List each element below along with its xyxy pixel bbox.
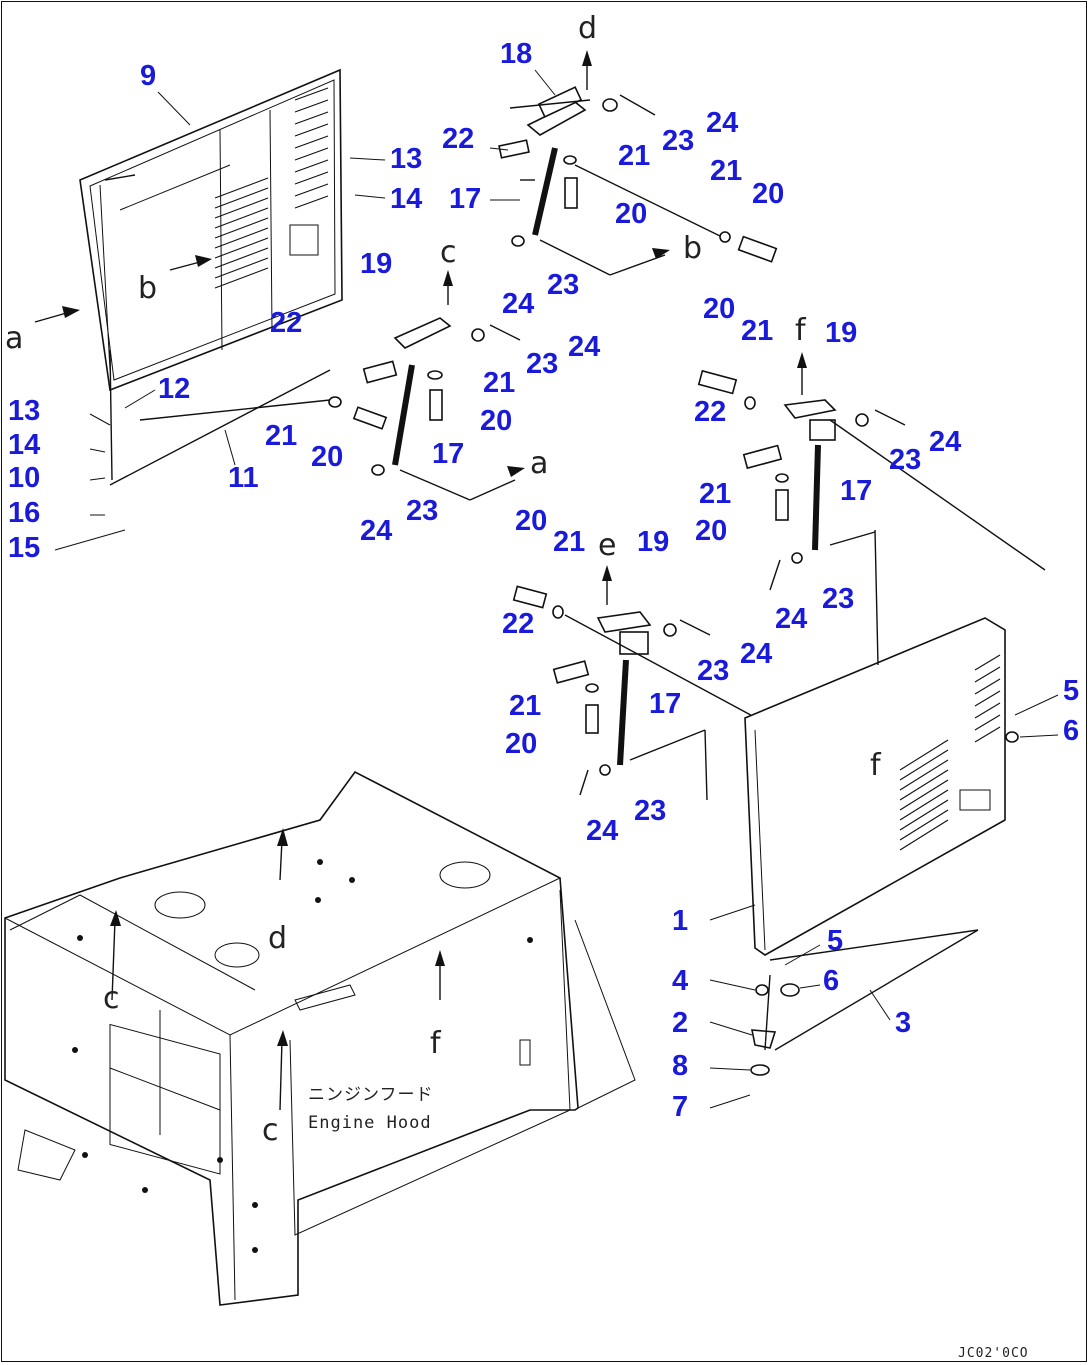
callout-21: 21: [265, 420, 297, 452]
ref-letter-f: f: [430, 1026, 442, 1061]
callout-20: 20: [311, 441, 343, 473]
callout-22: 22: [442, 123, 474, 155]
callout-6: 6: [823, 965, 839, 997]
callout-13: 13: [8, 395, 40, 427]
ref-letter-c: c: [262, 1113, 279, 1148]
callout-24: 24: [360, 515, 392, 547]
callout-22: 22: [694, 396, 726, 428]
ref-letter-c: c: [103, 981, 120, 1016]
callout-17: 17: [449, 183, 481, 215]
callout-23: 23: [634, 795, 666, 827]
ref-letter-e: e: [598, 528, 616, 563]
callout-23: 23: [406, 495, 438, 527]
callout-24: 24: [706, 107, 738, 139]
ref-letter-f: f: [870, 748, 882, 783]
callout-18: 18: [500, 38, 532, 70]
callout-9: 9: [140, 60, 156, 92]
ref-letter-b: b: [138, 271, 157, 306]
callout-23: 23: [662, 125, 694, 157]
callout-24: 24: [775, 603, 807, 635]
left-door-grille: [214, 87, 329, 289]
callout-20: 20: [695, 515, 727, 547]
callout-3: 3: [895, 1007, 911, 1039]
callout-20: 20: [515, 505, 547, 537]
callout-20: 20: [752, 178, 784, 210]
callout-4: 4: [672, 965, 688, 997]
caption-english: Engine Hood: [308, 1113, 432, 1133]
callout-21: 21: [699, 478, 731, 510]
ref-letter-a: a: [5, 321, 23, 356]
callout-21: 21: [509, 690, 541, 722]
callout-15: 15: [8, 532, 40, 564]
callout-22: 22: [270, 307, 302, 339]
callout-11: 11: [228, 462, 259, 494]
reference-letters: a a b b c c c d d e f f f: [5, 11, 882, 1148]
callout-17: 17: [649, 688, 681, 720]
caption-japanese: ニンジンフード: [308, 1085, 434, 1105]
gas-spring-right: [697, 369, 1046, 591]
callout-2: 2: [672, 1007, 688, 1039]
callout-17: 17: [840, 475, 872, 507]
right-door-panel: [744, 529, 1019, 1076]
leader-lines: [54, 69, 1059, 1109]
callout-23: 23: [889, 444, 921, 476]
callout-7: 7: [672, 1091, 688, 1123]
callout-20: 20: [480, 405, 512, 437]
callout-24: 24: [586, 815, 618, 847]
ref-letter-d: d: [578, 11, 597, 46]
callout-19: 19: [360, 248, 392, 280]
callout-19: 19: [825, 317, 857, 349]
callout-20: 20: [703, 293, 735, 325]
left-door-panel: [79, 68, 343, 486]
callout-24: 24: [740, 638, 772, 670]
callout-6: 6: [1063, 715, 1079, 747]
callout-12: 12: [158, 373, 190, 405]
callout-21: 21: [483, 367, 515, 399]
callout-24: 24: [929, 426, 961, 458]
callout-5: 5: [827, 925, 843, 957]
callout-8: 8: [672, 1050, 688, 1082]
gas-spring-upper: [498, 86, 778, 276]
gas-spring-lower: [512, 585, 761, 801]
ref-letter-a: a: [530, 446, 548, 481]
ref-letter-d: d: [268, 921, 287, 956]
right-door-grille: [899, 654, 1001, 851]
ref-letter-f: f: [795, 313, 807, 348]
callout-23: 23: [547, 269, 579, 301]
gas-spring-middle: [139, 317, 521, 501]
callout-21: 21: [618, 140, 650, 172]
ref-letter-b: b: [683, 231, 702, 266]
callout-20: 20: [505, 728, 537, 760]
callout-5: 5: [1063, 675, 1079, 707]
callout-21: 21: [553, 526, 585, 558]
part-number-callouts: 9 18 22 13 14 17 24 23 21 21 20 20 19 23…: [8, 38, 1079, 1123]
callout-22: 22: [502, 608, 534, 640]
callout-20: 20: [615, 198, 647, 230]
callout-1: 1: [672, 905, 688, 937]
callout-17: 17: [432, 438, 464, 470]
callout-16: 16: [8, 497, 40, 529]
callout-23: 23: [822, 583, 854, 615]
callout-23: 23: [697, 655, 729, 687]
ref-letter-c: c: [440, 235, 457, 270]
reference-arrows: [34, 50, 807, 1111]
figure-code: JC02'0CO: [958, 1346, 1029, 1361]
callout-14: 14: [390, 183, 422, 215]
callout-24: 24: [568, 331, 600, 363]
callout-21: 21: [741, 315, 773, 347]
engine-hood-body: [4, 770, 636, 1306]
callout-23: 23: [526, 348, 558, 380]
callout-10: 10: [8, 462, 40, 494]
callout-21: 21: [710, 155, 742, 187]
callout-14: 14: [8, 429, 40, 461]
callout-24: 24: [502, 288, 534, 320]
callout-19: 19: [637, 526, 669, 558]
callout-13: 13: [390, 143, 422, 175]
